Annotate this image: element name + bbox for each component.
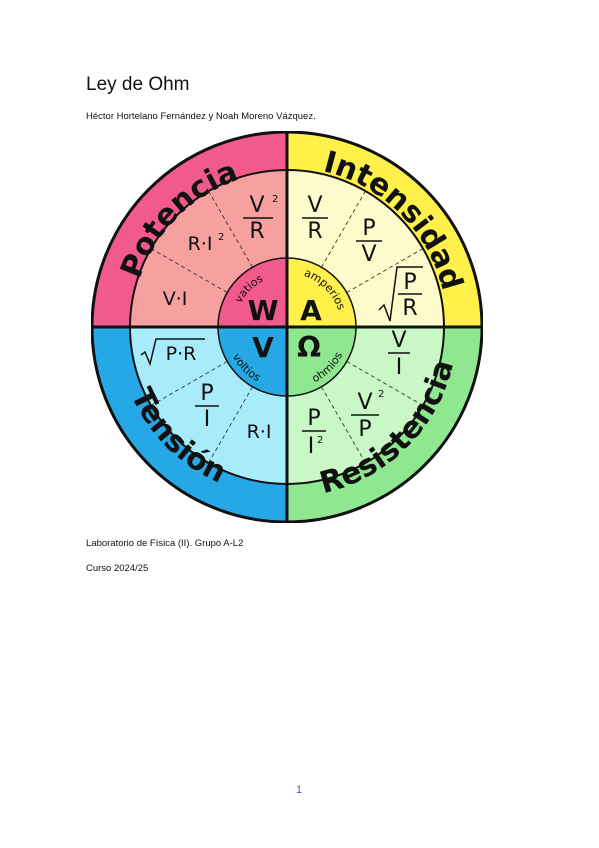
symbol-ohm: Ω: [297, 331, 321, 364]
svg-text:P: P: [200, 381, 213, 406]
svg-text:R: R: [402, 296, 417, 321]
svg-text:P: P: [362, 216, 375, 241]
svg-text:V: V: [361, 242, 376, 267]
svg-text:2: 2: [378, 389, 384, 400]
resistencia-core: [287, 327, 356, 396]
formula-p-over-v: P V: [356, 216, 382, 267]
formula-p-over-i2: P I 2: [302, 406, 326, 459]
formula-v-over-i: V I: [388, 328, 410, 380]
svg-text:R·I: R·I: [247, 421, 272, 443]
dashed-dividers: [150, 190, 424, 464]
tension-core: [218, 327, 287, 396]
ohm-law-wheel: Potencia Intensidad Tensión Resistencia …: [91, 131, 483, 523]
svg-text:V·I: V·I: [163, 288, 188, 310]
symbol-volt: V: [252, 331, 274, 364]
formula-sqrt-p-r: P·R: [140, 338, 205, 367]
svg-text:I: I: [204, 407, 211, 432]
document-authors: Héctor Hortelano Fernández y Noah Moreno…: [86, 111, 316, 122]
svg-text:V: V: [391, 328, 406, 353]
formula-r-i: R·I: [247, 421, 272, 443]
formula-sqrt-p-over-r: P R: [378, 266, 423, 322]
svg-text:I: I: [396, 355, 403, 380]
svg-text:2: 2: [218, 232, 224, 243]
formula-p-over-i: P I: [195, 381, 219, 432]
formula-v2-over-r: V 2 R: [243, 193, 278, 244]
course-year-line: Curso 2024/25: [86, 563, 149, 574]
svg-text:P: P: [403, 270, 416, 295]
intensidad-core: [287, 258, 356, 327]
formula-v-i: V·I: [163, 288, 188, 310]
svg-text:P: P: [358, 417, 371, 442]
symbol-ampere: A: [300, 294, 322, 327]
svg-text:V: V: [307, 193, 322, 218]
page-number: 1: [296, 784, 303, 796]
svg-text:P: P: [307, 406, 320, 431]
document-title: Ley de Ohm: [86, 74, 190, 95]
svg-text:R: R: [307, 219, 322, 244]
svg-text:2: 2: [272, 194, 278, 205]
formula-v2-over-p: V 2 P: [351, 389, 384, 442]
svg-text:P·R: P·R: [166, 343, 197, 365]
formula-v-over-r: V R: [302, 193, 328, 244]
svg-text:V: V: [357, 390, 372, 415]
svg-text:V: V: [249, 193, 264, 218]
svg-text:R·I: R·I: [188, 233, 213, 255]
formula-r-i2: R·I 2: [188, 232, 225, 255]
svg-text:I: I: [308, 434, 315, 459]
potencia-core: [218, 258, 287, 327]
symbol-watt: W: [248, 294, 279, 327]
svg-text:R: R: [249, 219, 264, 244]
lab-group-line: Laboratorio de Física (II). Grupo A-L2: [86, 538, 244, 549]
svg-text:2: 2: [317, 435, 323, 446]
